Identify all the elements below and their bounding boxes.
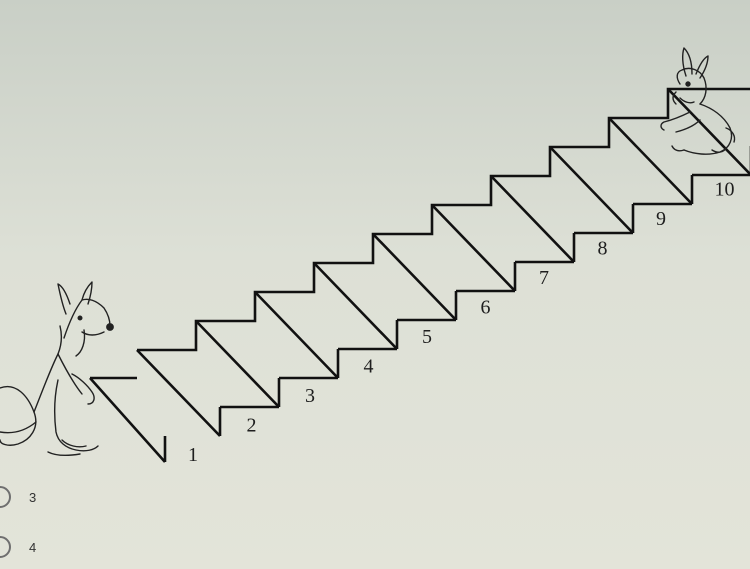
stair-line bbox=[313, 262, 398, 350]
stair-line bbox=[490, 175, 575, 263]
step-number: 3 bbox=[305, 385, 315, 407]
step-number: 7 bbox=[539, 267, 549, 289]
radio-button[interactable] bbox=[0, 536, 11, 558]
stair-line bbox=[136, 349, 221, 437]
stair-line bbox=[667, 88, 750, 176]
option-row-3[interactable]: 3 bbox=[0, 486, 36, 508]
kangaroo-icon bbox=[0, 281, 114, 457]
option-label: 3 bbox=[29, 489, 37, 505]
staircase bbox=[89, 87, 750, 463]
step-number: 1 bbox=[188, 444, 198, 466]
stair-line bbox=[549, 146, 634, 234]
step-number: 8 bbox=[598, 238, 608, 260]
rabbit-icon bbox=[660, 47, 736, 155]
stair-line bbox=[254, 291, 339, 379]
stair-edge bbox=[137, 87, 750, 352]
step-number: 9 bbox=[656, 208, 666, 230]
step-number: 10 bbox=[715, 179, 735, 201]
stair-line bbox=[195, 320, 280, 408]
stair-line bbox=[89, 377, 166, 463]
radio-button[interactable] bbox=[0, 486, 11, 508]
step-number: 2 bbox=[247, 415, 257, 437]
step-number: 6 bbox=[481, 297, 491, 319]
stair-line bbox=[431, 204, 516, 292]
option-label: 4 bbox=[29, 539, 37, 555]
step-number-labels: 1 2 3 4 5 6 7 8 9 10 bbox=[188, 179, 735, 467]
stair-line bbox=[608, 117, 693, 205]
stair-line bbox=[372, 233, 457, 321]
step-number: 5 bbox=[422, 326, 432, 348]
option-row-4[interactable]: 4 bbox=[0, 536, 36, 558]
step-number: 4 bbox=[364, 356, 374, 378]
